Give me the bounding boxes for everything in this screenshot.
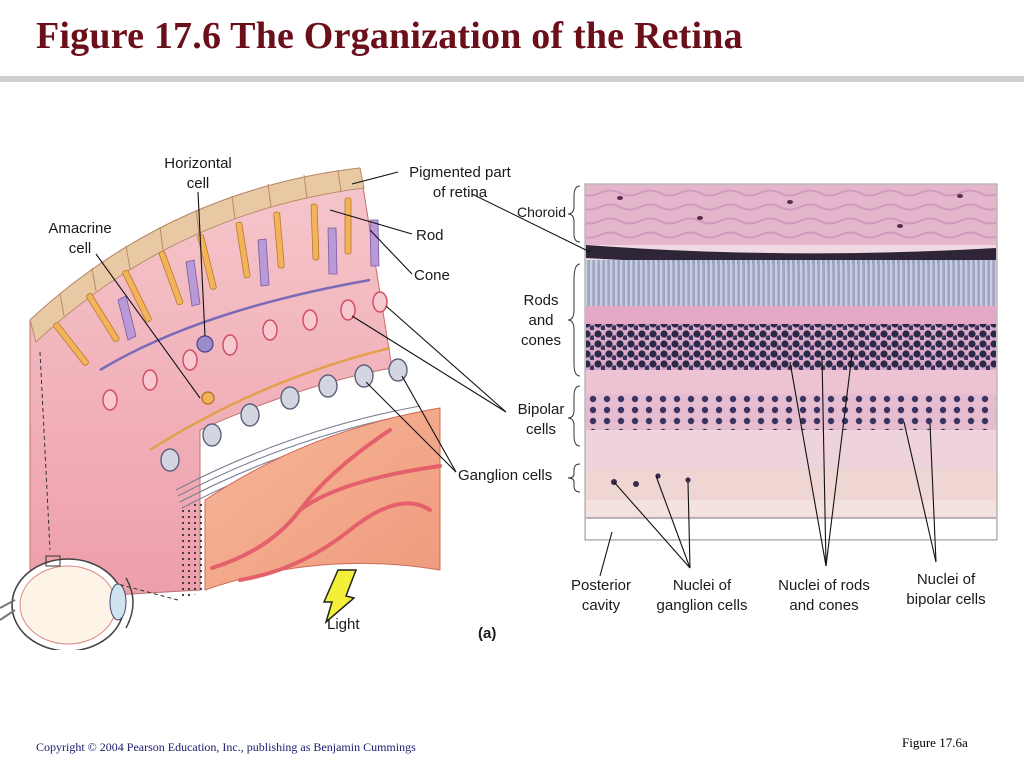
zoom-box — [45, 555, 61, 567]
label-nuclei-rods-cones-line1: Nuclei of rods — [778, 577, 870, 594]
label-nuclei-bipolar-line2: bipolar cells — [906, 591, 985, 608]
label-nuclei-ganglion-line2: ganglion cells — [657, 597, 748, 614]
label-panel-a: (a) — [478, 625, 496, 642]
nerve-fiber-layer — [204, 407, 441, 591]
bipolar-cells — [102, 291, 388, 411]
diagram-labels: Horizontal cell Pigmented part of retina… — [48, 155, 985, 642]
label-rods-cones-line3: cones — [521, 332, 561, 349]
histology-pigment-band — [586, 245, 996, 265]
cut-edge-texture — [178, 500, 205, 600]
optic-nerve — [0, 599, 16, 621]
label-choroid: Choroid — [517, 204, 566, 220]
label-cone: Cone — [414, 267, 450, 284]
histology-ganglion-layer — [586, 470, 996, 500]
label-ganglion-cells: Ganglion cells — [458, 467, 552, 484]
photoreceptors — [53, 197, 380, 366]
label-posterior-line1: Posterior — [571, 577, 631, 594]
slide-title: Figure 17.6 The Organization of the Reti… — [36, 15, 743, 57]
title-divider — [0, 76, 1024, 82]
label-rods-cones-line1: Rods — [523, 292, 558, 309]
label-pigmented-line1: Pigmented part — [409, 164, 512, 181]
label-nuclei-bipolar-line1: Nuclei of — [917, 571, 976, 588]
label-light: Light — [327, 616, 360, 633]
pigmented-layer — [29, 167, 365, 343]
copyright-footer: Copyright © 2004 Pearson Education, Inc.… — [36, 740, 416, 754]
label-amacrine-line2: cell — [69, 240, 92, 257]
pigment-cells — [59, 169, 342, 317]
amacrine-cell — [201, 391, 215, 405]
retina-schematic — [29, 167, 442, 625]
histology-rods-cones — [586, 260, 996, 306]
label-rods-cones-line2: and — [528, 312, 553, 329]
histology-inner-nuclear-layer — [586, 394, 996, 430]
blood-vessels — [210, 428, 442, 582]
label-amacrine-line1: Amacrine — [48, 220, 111, 237]
horizontal-cell — [196, 335, 214, 353]
zoom-guide-line — [39, 351, 51, 551]
label-horizontal-cell-line2: cell — [187, 175, 210, 192]
ganglion-cells — [160, 358, 408, 472]
retina-figure: Horizontal cell Pigmented part of retina… — [0, 155, 998, 650]
histology-micrograph — [584, 183, 998, 541]
light-arrow — [322, 569, 358, 625]
zoom-guide-line-2 — [64, 569, 179, 601]
label-bipolar-line2: cells — [526, 421, 556, 438]
label-posterior-line2: cavity — [582, 597, 621, 614]
label-horizontal-cell-line1: Horizontal — [164, 155, 232, 172]
label-rod: Rod — [416, 227, 444, 244]
layer-brackets — [567, 185, 581, 493]
label-bipolar-line1: Bipolar — [518, 401, 565, 418]
eyeball-diagram — [0, 555, 134, 650]
figure-reference: Figure 17.6a — [902, 735, 968, 750]
label-nuclei-ganglion-line1: Nuclei of — [673, 577, 732, 594]
horizontal-cell-process — [99, 278, 371, 372]
leader-lines — [95, 171, 937, 577]
label-pigmented-line2: of retina — [433, 184, 488, 201]
histology-outer-nuclear-layer — [586, 324, 996, 370]
amacrine-cell-process — [149, 346, 391, 452]
label-nuclei-rods-cones-line2: and cones — [789, 597, 858, 614]
